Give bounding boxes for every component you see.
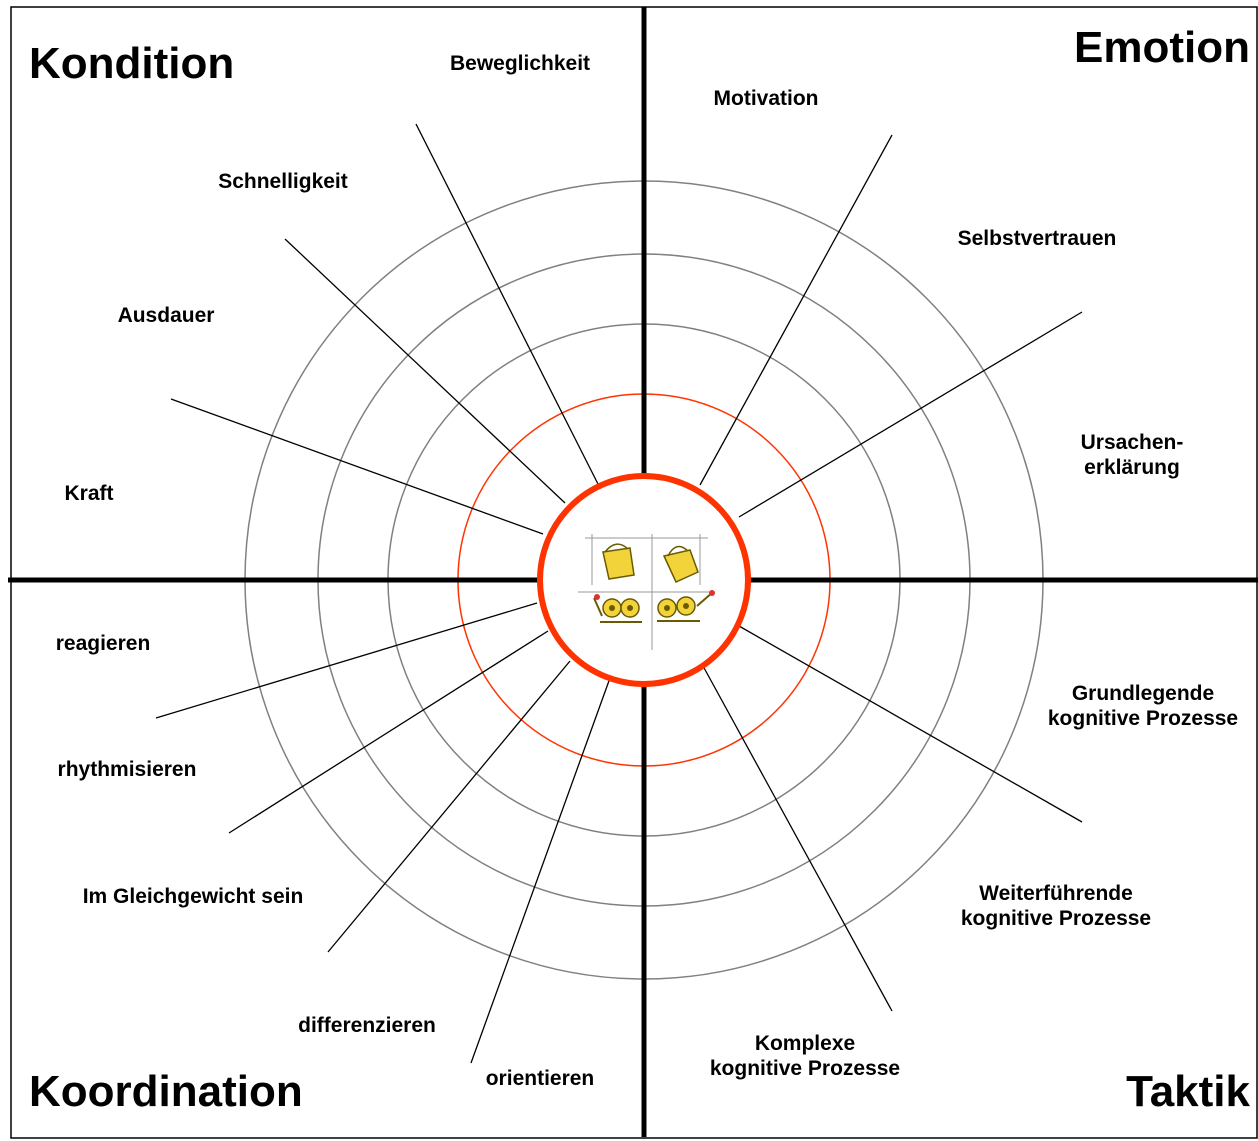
axes	[8, 7, 1258, 1137]
spoke-gleichgewicht	[327, 660, 571, 953]
spoke-selbstvertrauen	[738, 311, 1083, 518]
label-orientieren: orientieren	[486, 1067, 595, 1090]
spokes	[155, 123, 1083, 1064]
quadrant-title-emotion: Emotion	[1074, 23, 1250, 72]
spoke-reagieren	[155, 602, 538, 719]
label-line: Weiterführende	[979, 882, 1133, 905]
label-line: Komplexe	[755, 1032, 855, 1055]
label-reagieren: reagieren	[56, 632, 151, 655]
spoke-schnelligkeit	[284, 238, 566, 504]
spoke-grundlegende	[738, 625, 1083, 823]
label-line: kognitive Prozesse	[961, 907, 1151, 930]
label-ausdauer: Ausdauer	[118, 304, 215, 327]
spoke-kraft	[170, 398, 544, 535]
label-selbstvertrauen: Selbstvertrauen	[958, 227, 1117, 250]
spoke-rhythmisieren	[228, 630, 549, 834]
quadrant-title-kondition: Kondition	[29, 39, 234, 88]
label-kraft: Kraft	[64, 482, 113, 505]
spoke-beweglichkeit	[415, 123, 600, 487]
label-motivation: Motivation	[714, 87, 819, 110]
label-gleichgewicht: Im Gleichgewicht sein	[83, 885, 304, 908]
quadrant-title-koordination: Koordination	[29, 1067, 303, 1116]
quadrant-title-taktik: Taktik	[1126, 1067, 1250, 1116]
label-line: Ursachen-	[1081, 431, 1184, 454]
spoke-orientieren	[470, 677, 611, 1064]
spoke-motivation	[699, 134, 893, 486]
label-line: kognitive Prozesse	[1048, 707, 1238, 730]
label-ursachenerklaerung: Ursachen-erklärung	[1081, 431, 1184, 479]
spoke-komplexe	[702, 665, 893, 1012]
spoke-labels: Beweglichkeit Schnelligkeit Ausdauer Kra…	[56, 52, 1238, 1090]
label-line: erklärung	[1084, 456, 1180, 479]
label-rhythmisieren: rhythmisieren	[58, 758, 197, 781]
center-machine-icon	[575, 531, 715, 653]
label-schnelligkeit: Schnelligkeit	[218, 170, 348, 193]
label-differenzieren: differenzieren	[298, 1014, 436, 1037]
label-line: Grundlegende	[1072, 682, 1214, 705]
label-beweglichkeit: Beweglichkeit	[450, 52, 590, 75]
label-line: kognitive Prozesse	[710, 1057, 900, 1080]
